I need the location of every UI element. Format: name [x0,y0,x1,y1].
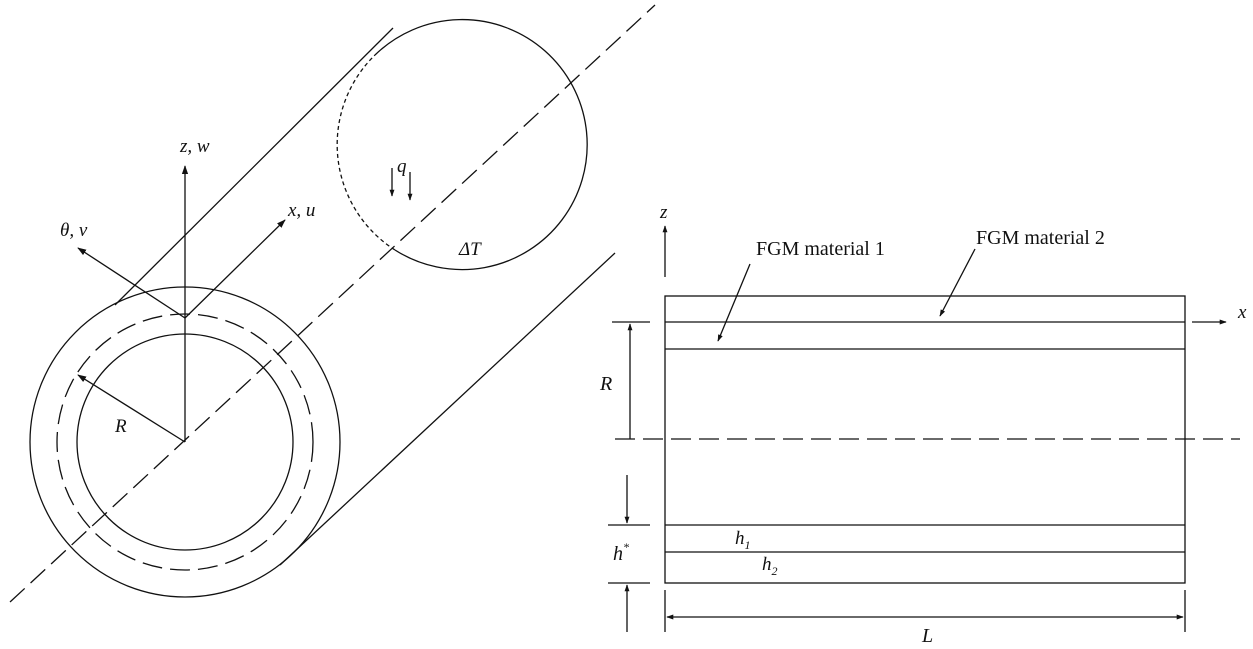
material-1-leader [717,263,751,342]
material-2-leader [939,248,976,317]
h-star-label: h* [613,540,629,565]
load-q-label: q [397,156,407,177]
radius-arrow [77,374,186,443]
section-x-label: x [1237,302,1247,323]
theta-axis-arrow [77,247,186,319]
back-circle-hidden [336,54,396,251]
cross-section-view: z x FGM material 1 FGM material 2 R h* h… [599,202,1247,647]
section-radius-label: R [599,373,612,395]
x-u-label: x, u [287,200,315,221]
cylinder-bottom-silhouette [279,252,616,566]
length-label: L [921,625,933,644]
cylinder-top-silhouette [114,27,394,306]
cylinder-center-axis [9,4,656,603]
radius-label: R [114,416,127,437]
back-circle-visible [374,19,588,271]
temperature-label: ΔT [458,239,482,260]
section-z-label: z [659,202,668,223]
h1-label: h1 [735,528,751,552]
x-axis-arrow [184,219,286,319]
z-w-label: z, w [179,136,210,157]
cylinder-3d-view: z, w x, u θ, v R q ΔT [9,4,656,603]
theta-v-label: θ, v [60,220,88,241]
fgm-material-1-label: FGM material 1 [756,238,885,260]
h2-label: h2 [762,554,778,578]
fgm-material-2-label: FGM material 2 [976,227,1105,249]
